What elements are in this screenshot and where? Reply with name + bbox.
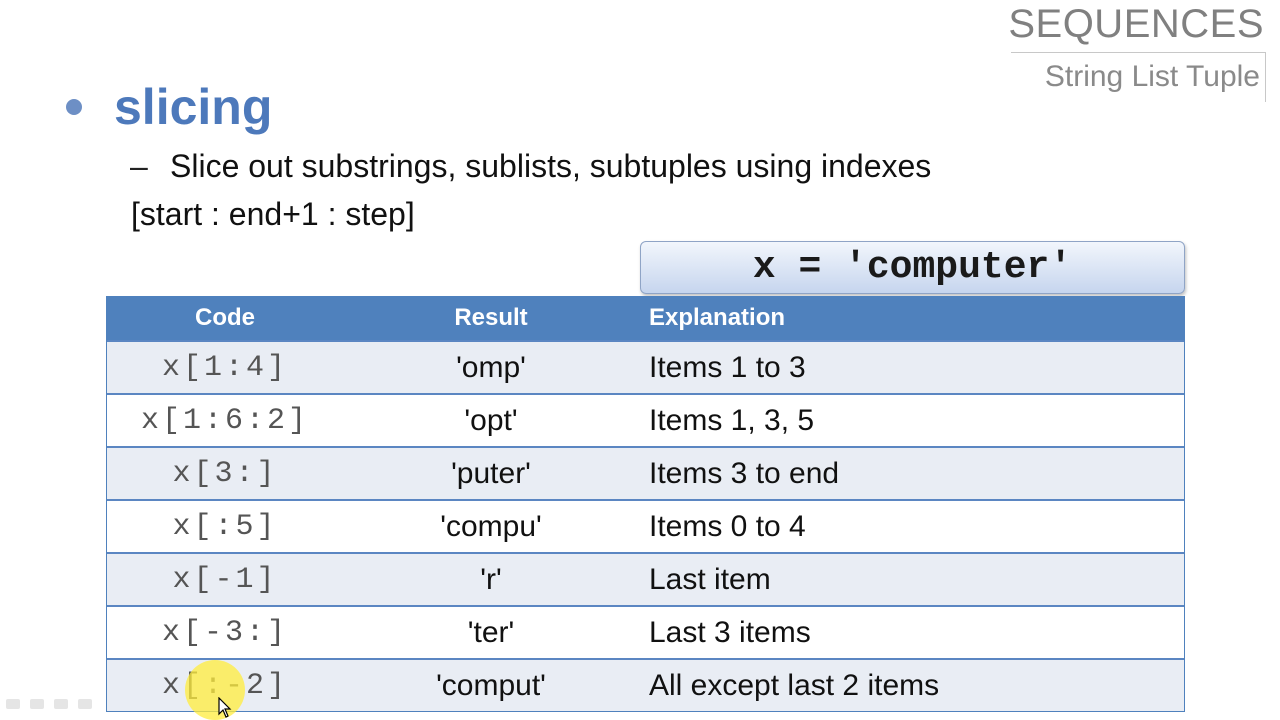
column-header-code: Code <box>195 304 255 331</box>
cell-code: x[1:6:2] <box>140 403 310 438</box>
cell-explanation: Last item <box>649 562 771 596</box>
table-row: x[-3:] 'ter' Last 3 items <box>107 605 1184 658</box>
variable-assignment: x = 'computer' <box>752 246 1073 289</box>
presentation-toolbar[interactable] <box>6 694 116 714</box>
slicing-table: Code Result Explanation x[1:4] 'omp' Ite… <box>106 296 1185 712</box>
next-slide-icon[interactable] <box>78 699 92 709</box>
table-row: x[-1] 'r' Last item <box>107 552 1184 605</box>
cell-code: x[:5] <box>172 509 278 544</box>
cell-explanation: Items 1 to 3 <box>649 350 806 384</box>
slide-menu-icon[interactable] <box>54 699 68 709</box>
table-row: x[:-2] 'comput' All except last 2 items <box>107 658 1184 711</box>
sub-bullet-text: Slice out substrings, sublists, subtuple… <box>170 148 932 184</box>
header-subtitle: String List Tuple <box>1044 60 1260 93</box>
bullet-dot-icon <box>66 99 82 115</box>
column-header-result: Result <box>454 304 528 331</box>
previous-slide-icon[interactable] <box>6 699 20 709</box>
cell-result: 'omp' <box>456 350 526 384</box>
header-divider-vertical <box>1265 52 1266 102</box>
cell-explanation: All except last 2 items <box>649 668 940 702</box>
table-row: x[1:4] 'omp' Items 1 to 3 <box>107 340 1184 393</box>
cell-result: 'compu' <box>440 509 542 543</box>
table-row: x[3:] 'puter' Items 3 to end <box>107 446 1184 499</box>
header-title: SEQUENCES <box>1008 2 1264 46</box>
slice-syntax: [start : end+1 : step] <box>131 196 415 232</box>
cell-code: x[3:] <box>172 456 278 491</box>
bullet-title: slicing <box>114 79 273 135</box>
pen-icon[interactable] <box>30 699 44 709</box>
cell-result: 'opt' <box>464 403 518 437</box>
cell-result: 'puter' <box>451 456 531 490</box>
cell-code: x[-1] <box>172 562 278 597</box>
table-header: Code Result Explanation <box>107 296 1184 340</box>
table-row: x[1:6:2] 'opt' Items 1, 3, 5 <box>107 393 1184 446</box>
cell-result: 'ter' <box>467 615 515 649</box>
sub-bullet-dash: – <box>130 148 148 184</box>
header-divider <box>1011 52 1266 53</box>
column-header-explanation: Explanation <box>649 304 786 331</box>
cell-explanation: Last 3 items <box>649 615 811 649</box>
mouse-pointer-icon <box>218 697 232 718</box>
variable-callout: x = 'computer' <box>640 241 1185 294</box>
cell-explanation: Items 1, 3, 5 <box>649 403 815 437</box>
cell-result: 'r' <box>480 562 502 596</box>
cell-explanation: Items 0 to 4 <box>649 509 806 543</box>
cell-result: 'comput' <box>436 668 546 702</box>
cell-code: x[-3:] <box>161 615 289 650</box>
cursor-highlight <box>185 660 245 720</box>
cell-explanation: Items 3 to end <box>649 456 840 490</box>
table-row: x[:5] 'compu' Items 0 to 4 <box>107 499 1184 552</box>
cell-code: x[1:4] <box>161 350 289 385</box>
